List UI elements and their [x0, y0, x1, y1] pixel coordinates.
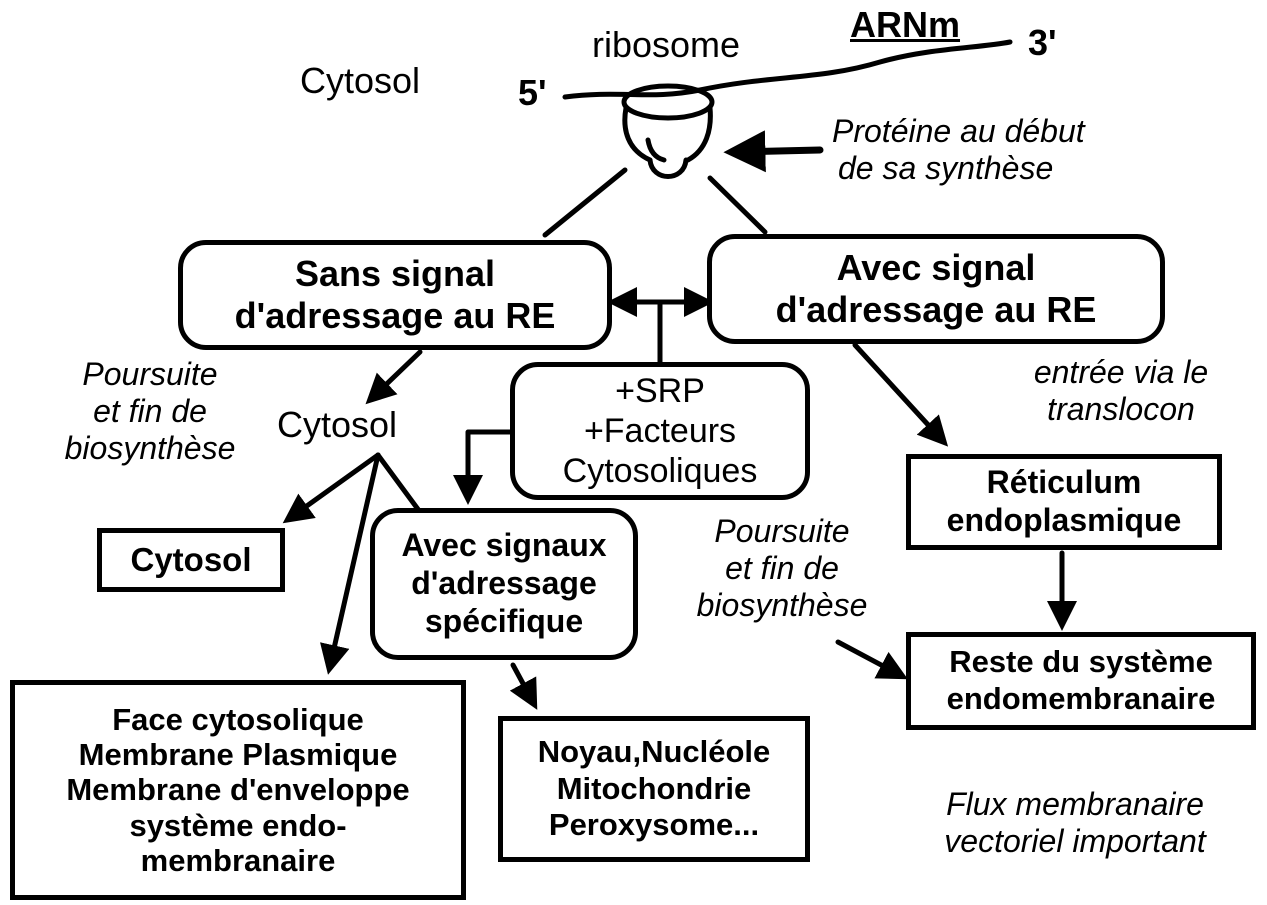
specific-signals-line-3: spécifique	[425, 603, 583, 641]
no-signal-line-2: d'adressage au RE	[235, 295, 556, 337]
branch-line-right	[710, 178, 765, 232]
box-cytosol: Cytosol	[97, 528, 285, 592]
membrane-flux-line-1: Flux membranaire	[895, 786, 1255, 823]
cytosolic-face-line-1: Face cytosolique	[112, 702, 364, 737]
mrna-label: ARNm	[850, 4, 960, 45]
entry-translocon-line-1: entrée via le	[996, 354, 1246, 391]
nucleus-line-3: Peroxysome...	[549, 807, 759, 844]
cytosolic-face-line-5: membranaire	[141, 843, 336, 878]
reticulum-line-2: endoplasmique	[947, 502, 1182, 540]
continue-mid-line-2: et fin de	[662, 550, 902, 587]
arrow-protein-start	[736, 150, 820, 152]
srp-line-2: +Facteurs	[584, 411, 736, 451]
cytosol-mid-label: Cytosol	[277, 404, 397, 445]
box-cytosolic-face: Face cytosolique Membrane Plasmique Memb…	[10, 680, 466, 900]
continue-left-line-2: et fin de	[30, 393, 270, 430]
box-specific-signals: Avec signaux d'adressage spécifique	[370, 508, 638, 660]
ribosome-label: ribosome	[592, 24, 740, 65]
endomembrane-line-1: Reste du système	[949, 644, 1213, 681]
box-no-signal: Sans signal d'adressage au RE	[178, 240, 612, 350]
arrow-to-endomembrane	[838, 642, 900, 675]
box-reticulum: Réticulum endoplasmique	[906, 454, 1222, 550]
membrane-flux-label: Flux membranaire vectoriel important	[895, 786, 1255, 860]
arrow-signals-to-nucleus	[513, 665, 533, 702]
cytosol-top-label: Cytosol	[300, 60, 420, 101]
nucleus-line-1: Noyau,Nucléole	[538, 734, 771, 771]
endomembrane-line-2: endomembranaire	[947, 681, 1216, 718]
five-prime-label: 5'	[518, 72, 547, 113]
protein-start-line-2: de sa synthèse	[832, 150, 1085, 187]
continue-left-line-3: biosynthèse	[30, 430, 270, 467]
three-prime-label: 3'	[1028, 22, 1057, 63]
specific-signals-line-1: Avec signaux	[401, 527, 606, 565]
continue-mid-line-1: Poursuite	[662, 513, 902, 550]
continue-left-line-1: Poursuite	[30, 356, 270, 393]
nucleus-line-2: Mitochondrie	[557, 771, 752, 808]
arrow-to-cytosol-mid	[372, 352, 420, 398]
ribosome-icon	[624, 86, 712, 177]
continue-mid-label: Poursuite et fin de biosynthèse	[662, 513, 902, 623]
box-with-signal: Avec signal d'adressage au RE	[707, 234, 1165, 344]
continue-mid-line-3: biosynthèse	[662, 587, 902, 624]
no-signal-line-1: Sans signal	[295, 253, 495, 295]
branch-line-left	[545, 170, 625, 235]
box-nucleus: Noyau,Nucléole Mitochondrie Peroxysome..…	[498, 716, 810, 862]
continue-left-label: Poursuite et fin de biosynthèse	[30, 356, 270, 466]
with-signal-line-2: d'adressage au RE	[776, 289, 1097, 331]
cytosolic-face-line-2: Membrane Plasmique	[79, 737, 398, 772]
entry-translocon-label: entrée via le translocon	[996, 354, 1246, 428]
reticulum-line-1: Réticulum	[987, 464, 1142, 502]
cytosol-box-line-1: Cytosol	[130, 541, 251, 580]
srp-line-3: Cytosoliques	[563, 451, 758, 491]
line-cytosol-to-signals	[378, 455, 420, 512]
specific-signals-line-2: d'adressage	[411, 565, 596, 603]
cytosolic-face-line-4: système endo-	[129, 808, 346, 843]
srp-line-1: +SRP	[615, 371, 705, 411]
entry-translocon-line-2: translocon	[996, 391, 1246, 428]
arrow-to-reticulum	[855, 345, 942, 440]
cytosolic-face-line-3: Membrane d'enveloppe	[66, 772, 409, 807]
arrow-srp-to-signals	[468, 432, 510, 496]
membrane-flux-line-2: vectoriel important	[895, 823, 1255, 860]
box-srp: +SRP +Facteurs Cytosoliques	[510, 362, 810, 500]
protein-start-label: Protéine au début de sa synthèse	[832, 113, 1085, 187]
with-signal-line-1: Avec signal	[837, 247, 1036, 289]
protein-start-line-1: Protéine au début	[832, 113, 1085, 150]
box-endomembrane: Reste du système endomembranaire	[906, 632, 1256, 730]
